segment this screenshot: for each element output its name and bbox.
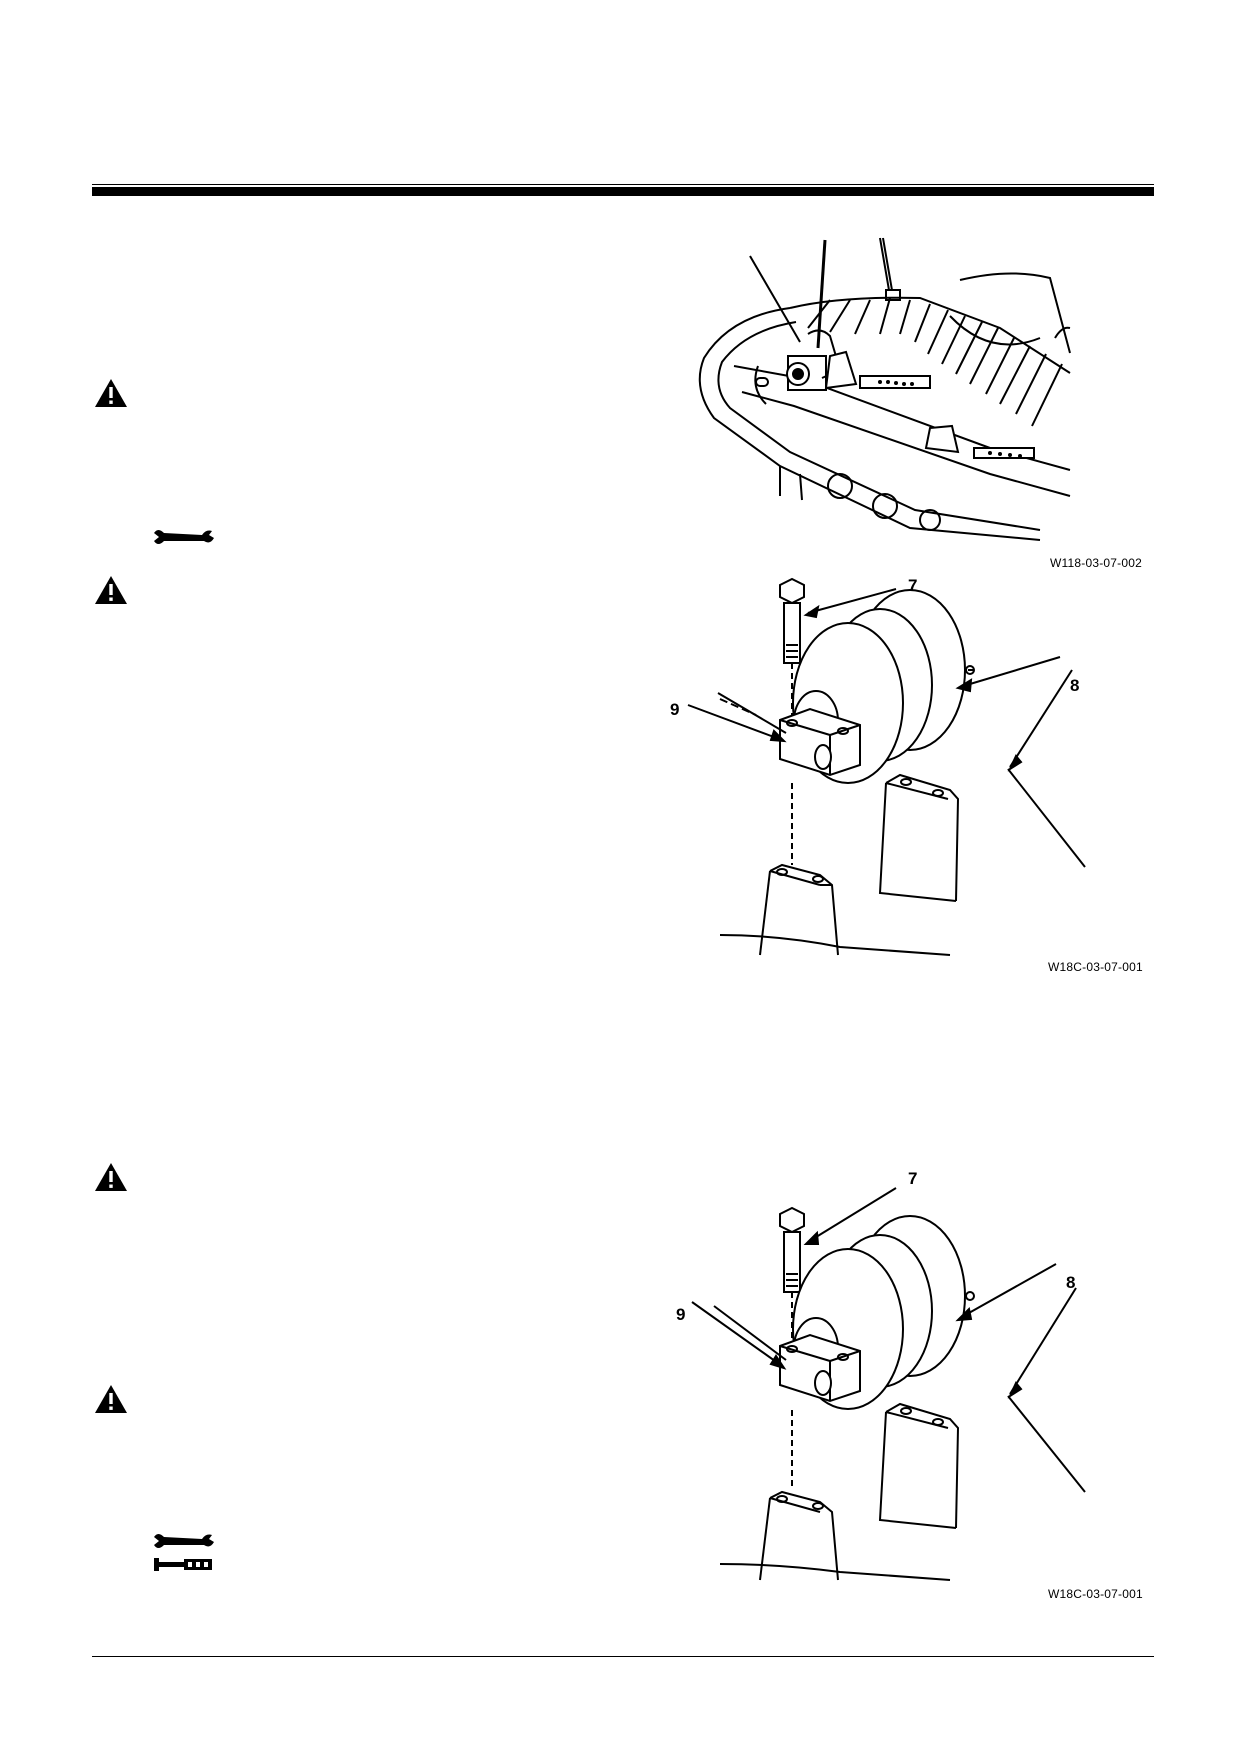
- figure-caption-3: W18C-03-07-001: [1048, 1587, 1143, 1601]
- warning-triangle-icon: [95, 379, 127, 407]
- callout-9: 9: [670, 700, 679, 719]
- callout-7: 7: [908, 1169, 917, 1188]
- footer-rule: [92, 1656, 1154, 1657]
- callout-8: 8: [1066, 1273, 1075, 1292]
- callout-8: 8: [1070, 676, 1079, 695]
- warning-triangle-icon: [95, 1163, 127, 1191]
- wrench-icon: [154, 1534, 214, 1548]
- warning-triangle-icon: [95, 1385, 127, 1413]
- callout-7: 7: [908, 576, 917, 595]
- figure-roller-exploded-2: 7 8 9: [676, 1169, 1086, 1581]
- figure-caption-1: W118-03-07-002: [1050, 556, 1142, 570]
- figure-roller-exploded-1: 7 8 9: [670, 576, 1086, 956]
- wrench-icon: [154, 530, 214, 544]
- header-rule-thick: [92, 187, 1154, 196]
- figure-caption-2: W18C-03-07-001: [1048, 960, 1143, 974]
- torque-wrench-icon: [154, 1558, 212, 1571]
- callout-9: 9: [676, 1305, 685, 1324]
- figure-track-lifting: [698, 237, 1071, 541]
- warning-triangle-icon: [95, 576, 127, 604]
- header-rule-thin: [92, 184, 1154, 185]
